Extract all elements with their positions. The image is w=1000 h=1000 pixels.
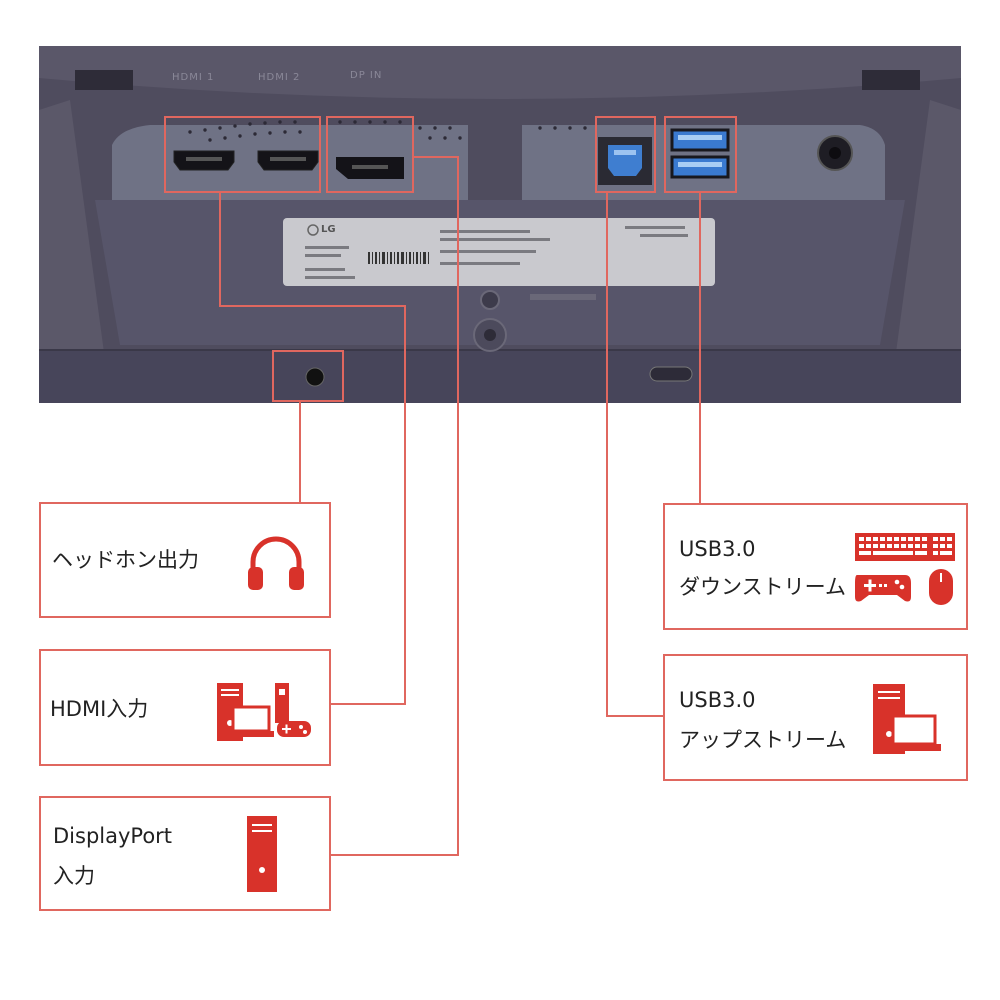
displayport-label-line2: 入力 xyxy=(53,864,95,888)
hdmi-label: HDMI入力 xyxy=(50,697,149,721)
gamepad-icon xyxy=(855,575,911,602)
headphone-port-highlight xyxy=(272,350,344,402)
headphone-label: ヘッドホン出力 xyxy=(52,548,199,572)
callout-hdmi: HDMI入力 xyxy=(39,649,331,766)
callout-usb-upstream: USB3.0 アップストリーム xyxy=(663,654,968,781)
usb-down-label-line1: USB3.0 xyxy=(679,537,756,561)
usb-up-port-highlight xyxy=(595,116,656,193)
usb-down-label-line2: ダウンストリーム xyxy=(679,575,846,599)
hdmi2-port-label: HDMI 2 xyxy=(258,72,301,83)
dp-line xyxy=(331,156,459,856)
hdmi-port-highlight xyxy=(164,116,321,193)
callout-displayport: DisplayPort 入力 xyxy=(39,796,331,911)
callout-usb-downstream: USB3.0 ダウンストリーム xyxy=(663,503,968,630)
dp-port-label: DP IN xyxy=(350,70,383,81)
desktop-tower-icon xyxy=(247,816,277,892)
game-console-icon xyxy=(275,683,311,737)
hdmi-line xyxy=(219,192,406,705)
headphones-icon xyxy=(248,536,304,590)
keyboard-icon xyxy=(855,533,955,561)
mouse-icon xyxy=(929,569,953,605)
dp-port-highlight xyxy=(326,116,414,193)
usb-down-devices-icons xyxy=(855,533,955,605)
usb-up-label-line2: アップストリーム xyxy=(679,728,847,752)
hdmi1-port-label: HDMI 1 xyxy=(172,72,215,83)
usb-down-port-highlight xyxy=(664,116,737,193)
usb-up-line xyxy=(606,192,663,717)
usb-up-label-line1: USB3.0 xyxy=(679,688,756,712)
usb-up-devices-icons xyxy=(873,684,941,754)
laptop-icon xyxy=(228,705,274,737)
hdmi-devices-icons xyxy=(217,683,311,741)
callout-headphone: ヘッドホン出力 xyxy=(39,502,331,618)
monitor-back-panel xyxy=(39,46,961,403)
displayport-label-line1: DisplayPort xyxy=(53,824,173,848)
laptop-icon xyxy=(887,714,941,751)
brand-logo: LG xyxy=(321,224,336,235)
